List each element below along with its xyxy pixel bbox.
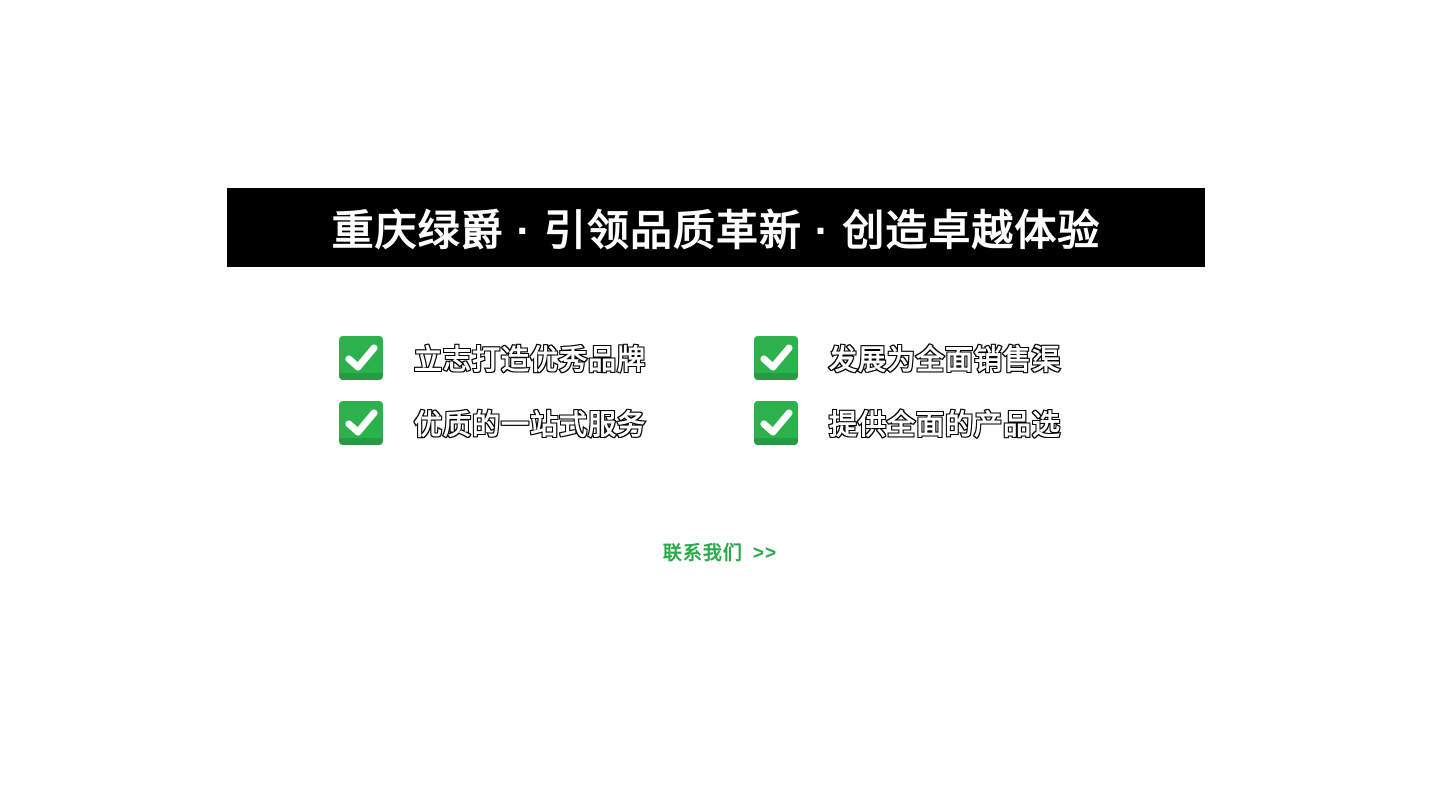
- feature-label: 发展为全面销售渠: [828, 343, 1062, 376]
- feature-label: 优质的一站式服务: [413, 408, 647, 441]
- feature-item-1: 立志打造优秀品牌: [339, 336, 646, 380]
- feature-item-3: 优质的一站式服务: [339, 401, 646, 445]
- check-icon: [754, 401, 798, 445]
- contact-us-link[interactable]: 联系我们 >>: [0, 538, 1440, 565]
- check-icon: [339, 336, 383, 380]
- contact-us-label[interactable]: 联系我们: [662, 543, 743, 564]
- check-icon: [339, 401, 383, 445]
- page-title: 重庆绿爵 · 引领品质革新 · 创造卓越体验: [331, 207, 1101, 254]
- feature-label: 提供全面的产品选: [828, 408, 1062, 441]
- feature-item-2: 发展为全面销售渠: [754, 336, 1061, 380]
- headline-banner: 重庆绿爵 · 引领品质革新 · 创造卓越体验: [227, 188, 1205, 267]
- double-arrow-icon[interactable]: >>: [752, 543, 778, 564]
- feature-item-4: 提供全面的产品选: [754, 401, 1061, 445]
- feature-label: 立志打造优秀品牌: [413, 343, 647, 376]
- check-icon: [754, 336, 798, 380]
